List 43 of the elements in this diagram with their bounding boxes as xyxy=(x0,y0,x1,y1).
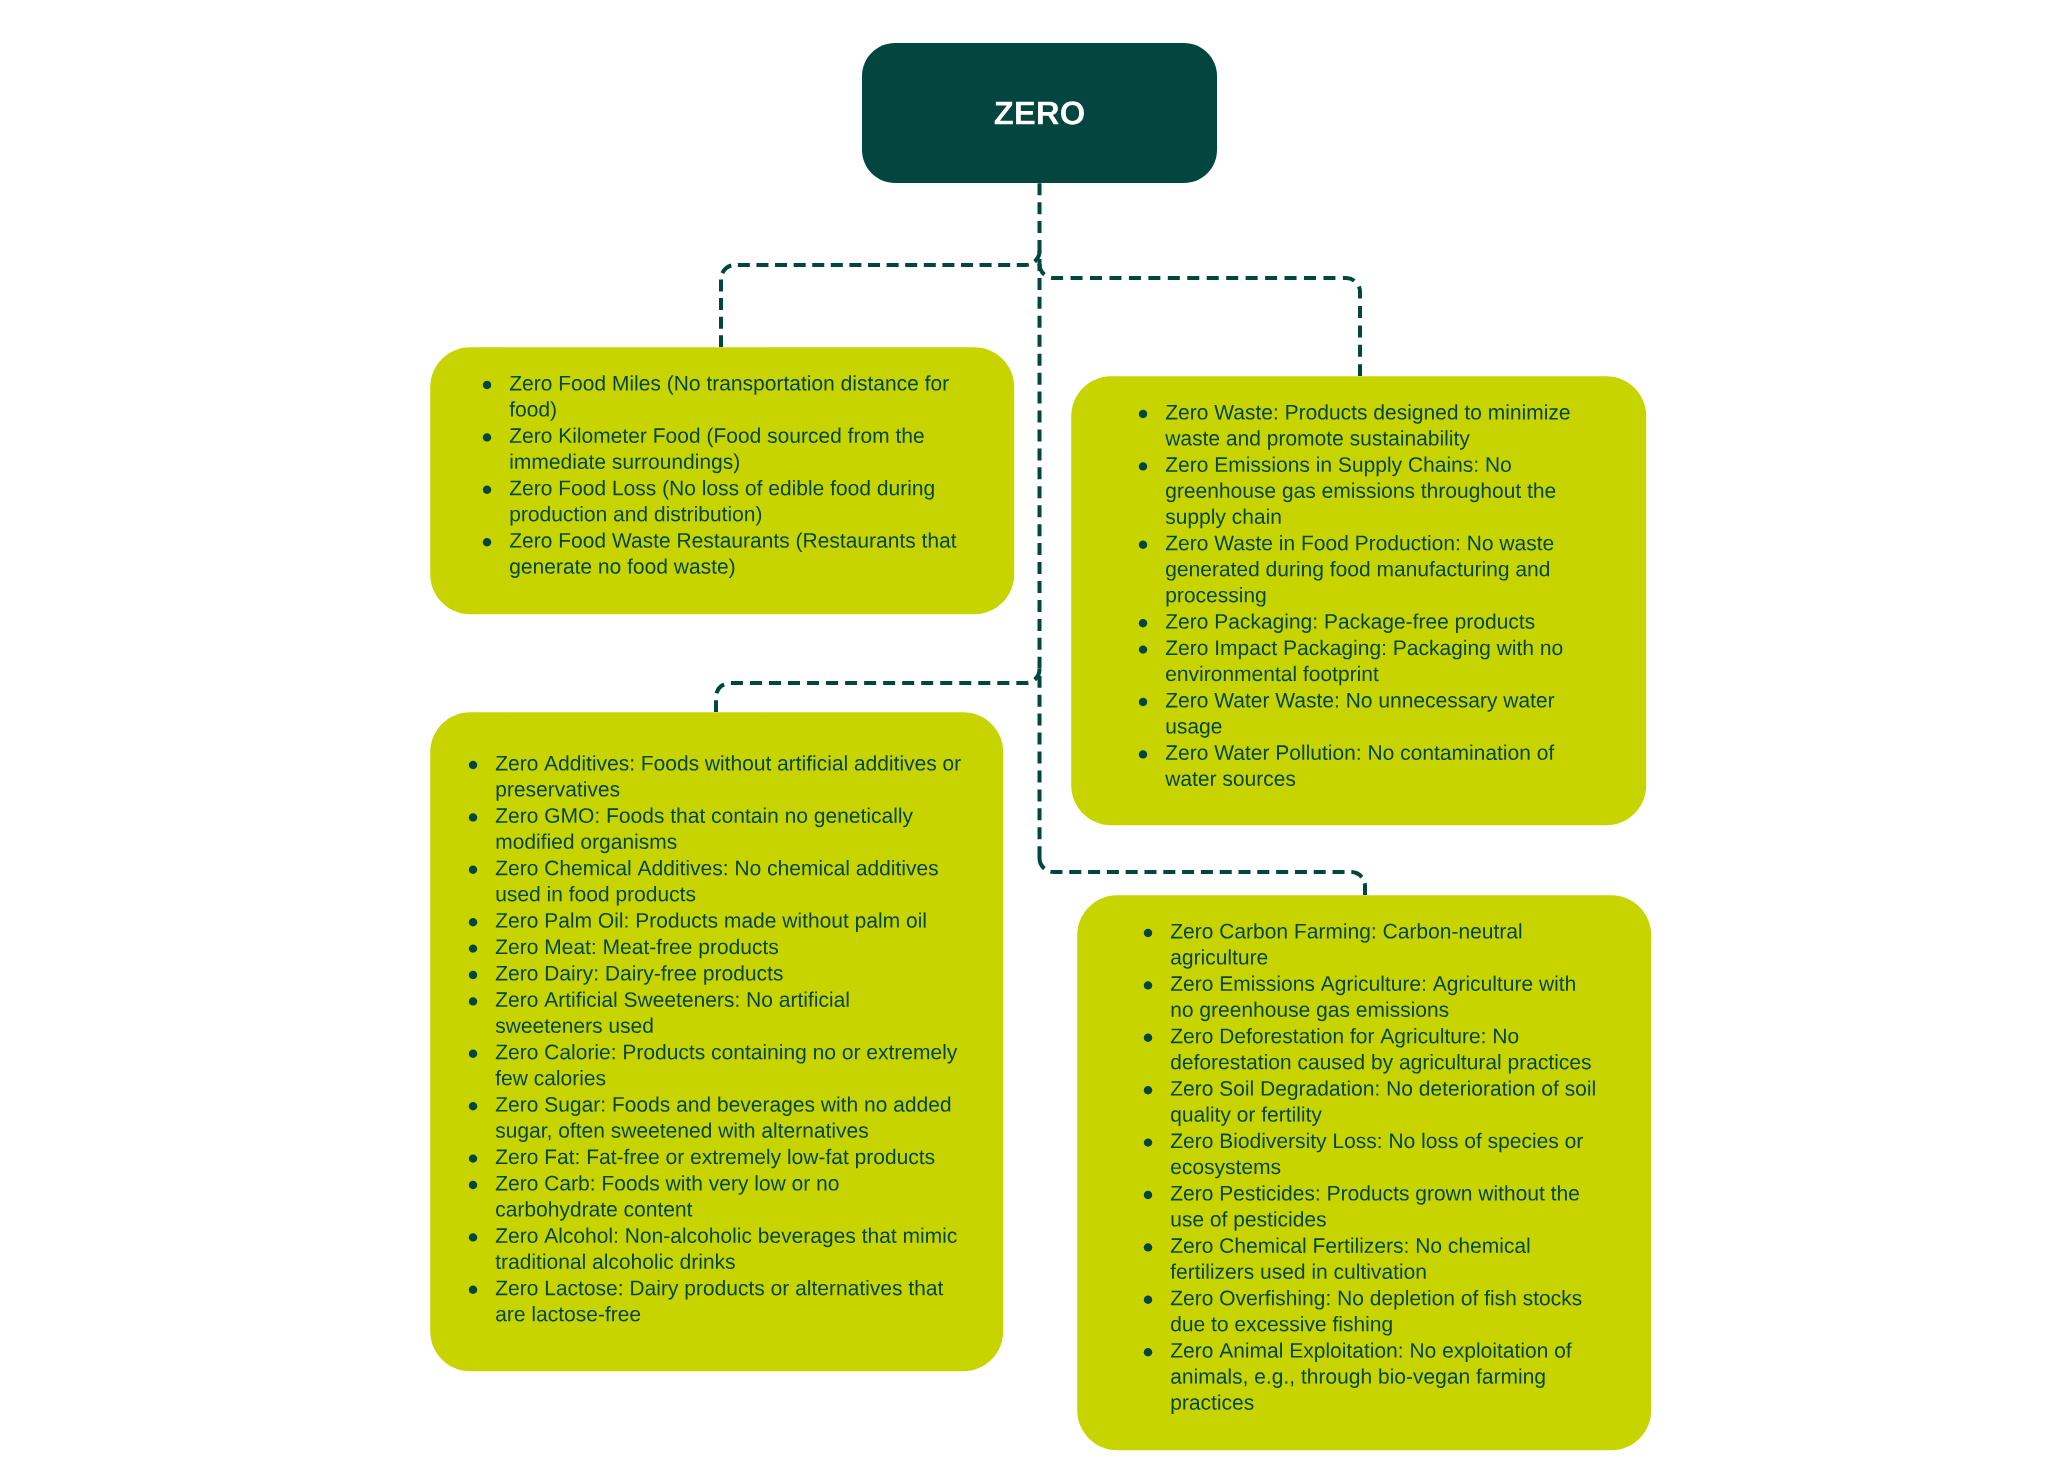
list-item: Zero Packaging: Package-free products xyxy=(1165,613,1535,633)
list-item: Zero Dairy: Dairy-free products xyxy=(495,965,783,985)
list-item: Zero Food Loss (No loss of edible food during production and distribution) xyxy=(509,480,934,526)
list-item: Zero Overfishing: No depletion of fish stocks due to excessive fishing xyxy=(1170,1290,1582,1336)
list-item: Zero Food Miles (No transportation distance for food) xyxy=(509,375,949,421)
list-item: Zero Kilometer Food (Food sourced from the immediate surroundings) xyxy=(509,427,924,474)
list-item: Zero GMO: Foods that contain no genetically modified organisms xyxy=(495,807,913,854)
connector-line xyxy=(714,668,1042,712)
list-item: Zero Pesticides: Products grown without the use of pesticides xyxy=(1170,1185,1579,1231)
list-box xyxy=(1071,376,1647,826)
list-item: Zero Water Waste: No unnecessary water usage xyxy=(1165,692,1555,738)
list-item: Zero Lactose: Dairy products or alternatives that are lactose-free xyxy=(495,1280,944,1322)
list-item: Zero Waste: Products designed to minimize waste and promote sustainability xyxy=(1165,404,1570,450)
list-item: Zero Impact Packaging: Packaging with no environmental footprint xyxy=(1165,639,1563,686)
list-item: Zero Alcohol: Non-alcoholic beverages that mimic traditional alcoholic drinks xyxy=(495,1227,957,1269)
list-item: Zero Emissions Agriculture: Agriculture with no greenhouse gas emissions xyxy=(1170,975,1575,1022)
list-item: Zero Emissions in Supply Chains: No greenhouse gas emissions throughout the supply chain xyxy=(1165,456,1556,529)
list-box xyxy=(430,347,1015,615)
list-item: Zero Animal Exploitation: No exploitation of animals, e.g., through bio-vegan farming practices xyxy=(1170,1342,1572,1414)
list-item: Zero Chemical Fertilizers: No chemical fertilizers used in cultivation xyxy=(1170,1237,1530,1279)
list-item: Zero Carb: Foods with very low or no carbohydrate content xyxy=(495,1175,839,1221)
list-box xyxy=(430,712,1004,1372)
list-item: Zero Soil Degradation: No deterioration of soil quality or fertility xyxy=(1170,1080,1595,1126)
list-item: Zero Biodiversity Loss: No loss of species or ecosystems xyxy=(1170,1132,1583,1179)
connector-line xyxy=(1037,857,1367,895)
connector-line xyxy=(1037,263,1362,376)
list-item: Zero Calorie: Products containing no or extremely few calories xyxy=(495,1044,958,1086)
list-item: Zero Sugar: Foods and beverages with no added sugar, often sweetened with alternatives xyxy=(495,1096,951,1142)
list-item: Zero Deforestation for Agriculture: No deforestation caused by agricultural practices xyxy=(1170,1028,1591,1074)
list-item: Zero Carbon Farming: Carbon-neutral agriculture xyxy=(1170,923,1522,969)
list-item: Zero Meat: Meat-free products xyxy=(495,938,779,959)
list-item: Zero Artificial Sweeteners: No artificial sweeteners used xyxy=(495,991,849,1033)
list-item: Zero Water Pollution: No contamination of water sources xyxy=(1165,744,1555,786)
connector-line xyxy=(719,250,1042,347)
list-item: Zero Additives: Foods without artificial additives or preservatives xyxy=(495,755,961,801)
list-item: Zero Fat: Fat-free or extremely low-fat products xyxy=(495,1148,935,1169)
list-item: Zero Food Waste Restaurants (Restaurants that generate no food waste) xyxy=(509,532,957,578)
connector-line xyxy=(1037,183,1042,858)
title-box: ZERO xyxy=(862,43,1217,183)
list-item: Zero Palm Oil: Products made without palm oil xyxy=(495,912,926,932)
list-item: Zero Waste in Food Production: No waste generated during food manufacturing and processing xyxy=(1165,535,1554,607)
list-box xyxy=(1077,895,1652,1451)
list-item: Zero Chemical Additives: No chemical additives used in food products xyxy=(495,860,938,906)
